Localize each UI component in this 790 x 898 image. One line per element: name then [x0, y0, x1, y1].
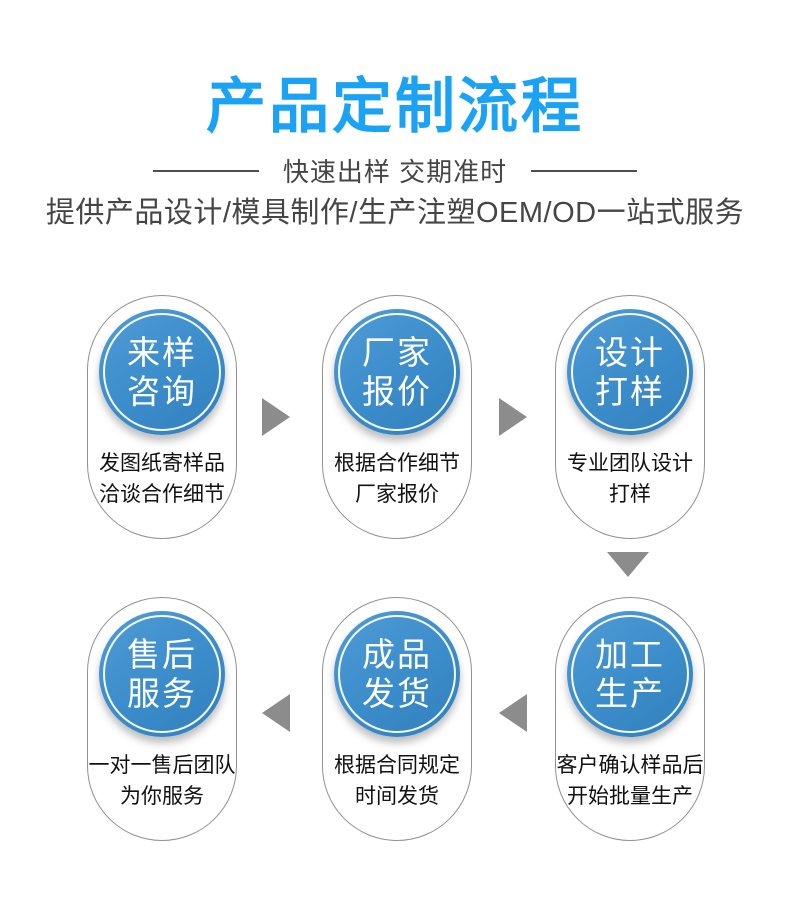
- step-description: 专业团队设计 打样: [567, 452, 693, 506]
- step-card-factory-quotation: 厂家 报价 根据合作细节 厂家报价: [322, 295, 472, 539]
- step-circle: 加工 生产: [567, 611, 693, 737]
- arrow-left-icon: [262, 694, 290, 732]
- step-circle: 成品 发货: [334, 611, 460, 737]
- arrow-right-icon: [262, 398, 290, 436]
- step-card-after-sales-service: 售后 服务 一对一售后团队 为你服务: [87, 597, 237, 841]
- step-circle: 来样 咨询: [99, 309, 225, 435]
- step-description: 根据合作细节 厂家报价: [334, 452, 460, 506]
- step-description: 一对一售后团队 为你服务: [88, 754, 236, 808]
- step-title: 设计 打样: [595, 334, 665, 410]
- step-circle: 售后 服务: [99, 611, 225, 737]
- step-card-processing-production: 加工 生产 客户确认样品后 开始批量生产: [555, 597, 705, 841]
- divider-line-right: [531, 169, 638, 172]
- step-title: 加工 生产: [595, 636, 665, 712]
- arrow-left-icon: [499, 694, 527, 732]
- subtitle-row: 快速出样 交期准时: [0, 152, 790, 189]
- arrow-down-icon: [607, 552, 649, 577]
- step-card-sample-consultation: 来样 咨询 发图纸寄样品 洽谈合作细节: [87, 295, 237, 539]
- arrow-right-icon: [499, 398, 527, 436]
- step-description: 客户确认样品后 开始批量生产: [556, 754, 704, 808]
- subtitle-text: 快速出样 交期准时: [282, 157, 508, 187]
- step-description: 发图纸寄样品 洽谈合作细节: [99, 452, 225, 506]
- step-title: 售后 服务: [127, 636, 197, 712]
- step-circle: 厂家 报价: [334, 309, 460, 435]
- step-description: 根据合同规定 时间发货: [334, 754, 460, 808]
- service-description: 提供产品设计/模具制作/生产注塑OEM/OD一站式服务: [45, 197, 745, 229]
- divider-line-left: [152, 169, 259, 172]
- step-title: 来样 咨询: [127, 334, 197, 410]
- page-title: 产品定制流程: [206, 73, 584, 140]
- step-title: 厂家 报价: [362, 334, 432, 410]
- step-card-finished-goods-shipping: 成品 发货 根据合同规定 时间发货: [322, 597, 472, 841]
- step-card-design-proofing: 设计 打样 专业团队设计 打样: [555, 295, 705, 539]
- step-title: 成品 发货: [362, 636, 432, 712]
- step-circle: 设计 打样: [567, 309, 693, 435]
